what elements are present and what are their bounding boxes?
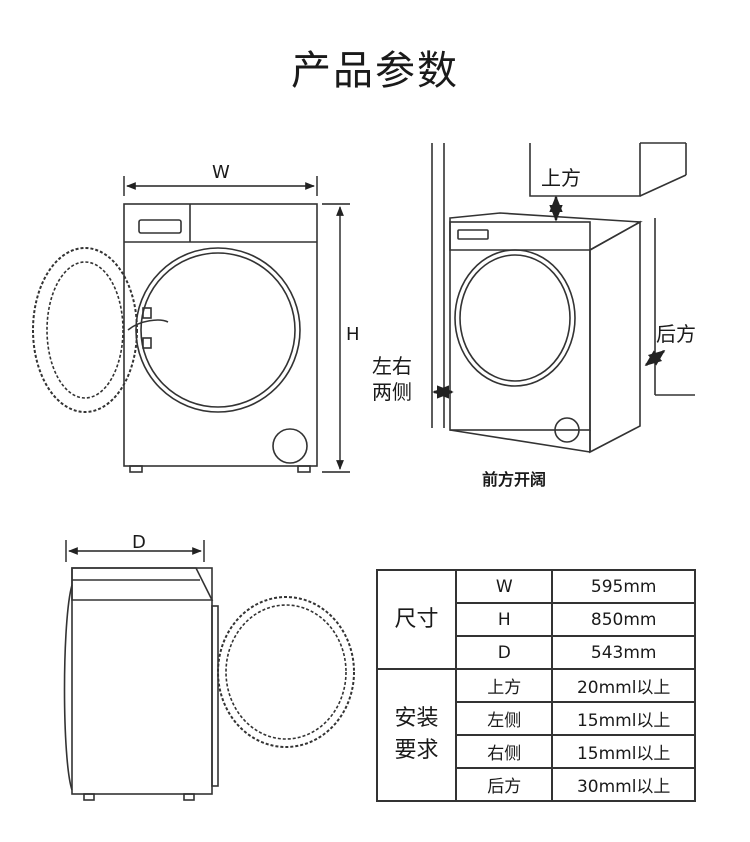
- top-clearance-label: 上方: [541, 166, 581, 190]
- installation-view: [431, 142, 695, 454]
- spec-value: 30mml以上: [551, 767, 696, 802]
- spec-table: 尺寸 W 595mm H 850mm D 543mm 安装要求 上方 20mml…: [375, 569, 696, 802]
- depth-label: D: [132, 532, 146, 553]
- spec-value: 595mm: [551, 569, 696, 604]
- table-row: 右侧 15mml以上: [377, 734, 696, 769]
- height-label: H: [346, 324, 360, 345]
- spec-value: 15mml以上: [551, 701, 696, 736]
- spec-item: D: [455, 635, 554, 670]
- width-dimension-line: [123, 176, 318, 196]
- front-open-label: 前方开阔: [482, 470, 547, 489]
- spec-item: H: [455, 602, 554, 637]
- spec-item: 右侧: [455, 734, 554, 769]
- table-row: 尺寸 W 595mm: [375, 569, 696, 670]
- spec-item: W: [455, 569, 554, 604]
- page-title: 产品参数: [291, 48, 459, 94]
- spec-value: 20mml以上: [551, 668, 696, 703]
- group-label-size: 尺寸: [375, 569, 458, 670]
- spec-value: 15mml以上: [551, 734, 696, 769]
- sides-clearance-label-line1: 左右: [372, 354, 412, 378]
- spec-item: 上方: [455, 668, 554, 703]
- sides-clearance-label-line2: 两侧: [372, 380, 412, 404]
- side-view-washer: [63, 567, 355, 801]
- spec-item: 后方: [455, 767, 554, 802]
- spec-item: 左侧: [455, 701, 554, 736]
- spec-value: 543mm: [551, 635, 696, 670]
- rear-clearance-label: 后方: [656, 322, 696, 346]
- table-row: D 543mm: [377, 635, 696, 670]
- clearance-arrows: [432, 195, 666, 399]
- depth-dimension-line: [65, 540, 205, 562]
- front-view-washer: [32, 203, 318, 473]
- width-label: W: [212, 162, 230, 183]
- spec-value: 850mm: [551, 602, 696, 637]
- group-label-install: 安装要求: [375, 668, 458, 802]
- table-row: 安装要求 上方 20mml以上: [375, 668, 696, 802]
- height-dimension-line: [322, 203, 350, 473]
- table-row: 左侧 15mml以上: [377, 701, 696, 736]
- table-row: H 850mm: [377, 602, 696, 637]
- table-row: 后方 30mml以上: [377, 767, 696, 802]
